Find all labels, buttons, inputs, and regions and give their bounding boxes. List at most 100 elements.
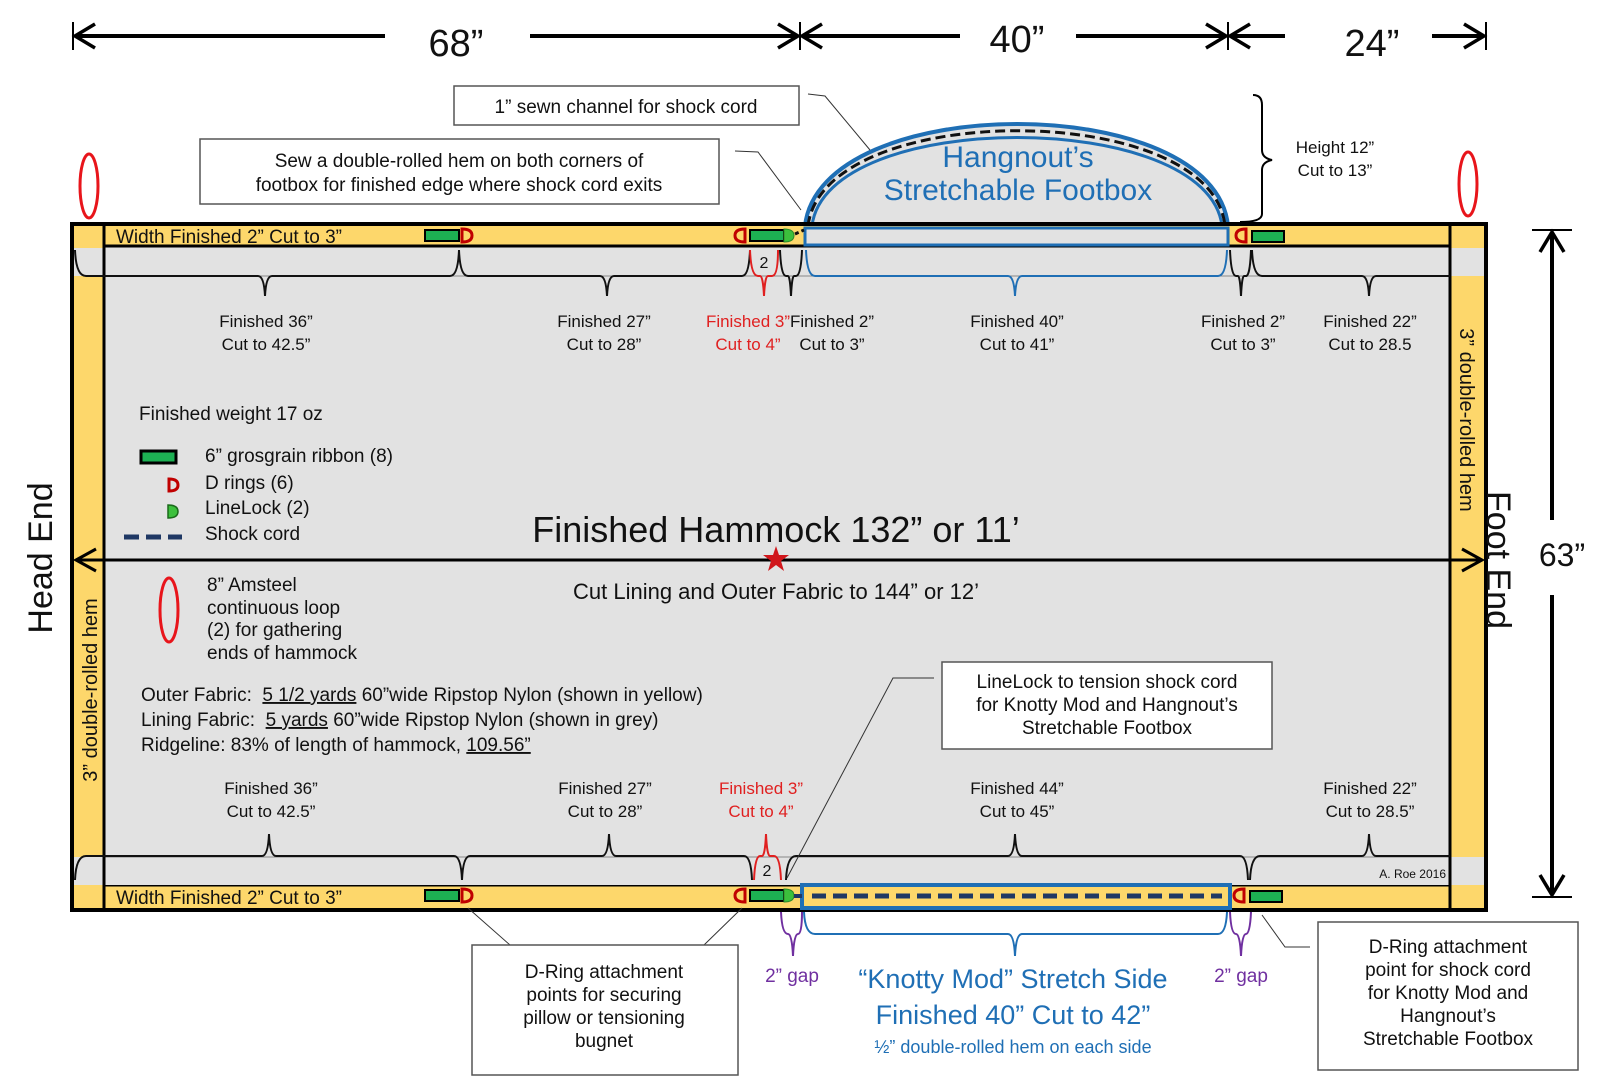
d-ring-icon bbox=[733, 887, 747, 904]
segment-label: Finished 36” bbox=[224, 779, 318, 798]
dim-40: 40” bbox=[990, 19, 1045, 61]
gap-label-right: 2” gap bbox=[1214, 966, 1268, 987]
d-ring-icon bbox=[1232, 887, 1246, 904]
knotty-mod-dims: Finished 40” Cut to 42” bbox=[876, 1000, 1151, 1030]
callout-double-rolled-hem: Sew a double-rolled hem on both corners … bbox=[199, 138, 802, 211]
svg-text:pillow or tensioning: pillow or tensioning bbox=[523, 1008, 685, 1029]
small-box-label-bottom: 2 bbox=[763, 863, 772, 880]
segment-label: Finished 22” bbox=[1323, 312, 1417, 331]
segment-label: Finished 2” bbox=[790, 312, 874, 331]
fabric-note: Lining Fabric: 5 yards 60”wide Ripstop N… bbox=[141, 710, 658, 731]
svg-text:footbox for finished edge wher: footbox for finished edge where shock co… bbox=[256, 175, 663, 196]
segment-label: Finished 3” bbox=[719, 779, 803, 798]
d-ring-icon bbox=[733, 227, 747, 244]
knotty-mod-title: “Knotty Mod” Stretch Side bbox=[858, 964, 1167, 994]
center-star-icon bbox=[763, 546, 789, 571]
svg-text:Stretchable Footbox: Stretchable Footbox bbox=[1022, 718, 1193, 739]
d-ring-icon bbox=[460, 887, 474, 904]
svg-text:ends of hammock: ends of hammock bbox=[207, 643, 357, 664]
callout-dring-points: D-Ring attachment points for securing pi… bbox=[467, 907, 743, 1076]
hardware-bottom bbox=[424, 887, 1283, 904]
segment-label: Cut to 28” bbox=[568, 802, 643, 821]
segment-label: Finished 22” bbox=[1323, 779, 1417, 798]
grosgrain-ribbon-icon bbox=[139, 449, 178, 465]
svg-text:1” sewn channel for shock cord: 1” sewn channel for shock cord bbox=[495, 97, 758, 118]
finished-weight: Finished weight 17 oz bbox=[139, 404, 323, 425]
segment-label: Finished 2” bbox=[1201, 312, 1285, 331]
segment-label: Finished 36” bbox=[219, 312, 313, 331]
dim-63: 63” bbox=[1539, 537, 1585, 573]
footbox-channel bbox=[803, 226, 1230, 247]
top-dimensions: 68” 40” 24” bbox=[71, 19, 1488, 65]
legend: Finished weight 17 oz 6” grosgrain ribbo… bbox=[124, 404, 393, 664]
svg-text:Sew a double-rolled hem on bot: Sew a double-rolled hem on both corners … bbox=[275, 151, 644, 172]
knotty-mod-channel bbox=[800, 883, 1232, 910]
d-ring-icon bbox=[1234, 227, 1248, 244]
gap-label-left: 2” gap bbox=[765, 966, 819, 987]
amsteel-loop-icon bbox=[158, 576, 180, 644]
foot-hem-label: 3” double-rolled hem bbox=[1455, 328, 1477, 511]
knotty-mod-hem: ½” double-rolled hem on each side bbox=[874, 1037, 1151, 1057]
footbox-height: Height 12” Cut to 13” bbox=[1239, 94, 1375, 223]
amsteel-loop-head bbox=[78, 152, 100, 220]
right-dimension: 63” bbox=[1532, 228, 1585, 899]
callout-sewn-channel: 1” sewn channel for shock cord bbox=[453, 85, 871, 151]
svg-text:points for securing: points for securing bbox=[526, 985, 681, 1006]
segment-label: Cut to 41” bbox=[980, 335, 1055, 354]
segment-label: Finished 27” bbox=[557, 312, 651, 331]
segment-label: Cut to 42.5” bbox=[222, 335, 311, 354]
linelock-icon bbox=[783, 888, 795, 903]
segment-label: Cut to 3” bbox=[1210, 335, 1276, 354]
segment-label: Finished 44” bbox=[970, 779, 1064, 798]
below-braces bbox=[780, 911, 1252, 957]
channel-label-bottom: Width Finished 2” Cut to 3” bbox=[116, 888, 342, 909]
cut-note: Cut Lining and Outer Fabric to 144” or 1… bbox=[573, 579, 979, 604]
fabric-note: Outer Fabric: 5 1/2 yards 60”wide Ripsto… bbox=[141, 685, 703, 706]
channel-label-top: Width Finished 2” Cut to 3” bbox=[116, 227, 342, 248]
segment-label: Cut to 28.5” bbox=[1326, 802, 1415, 821]
svg-text:(2) for gathering: (2) for gathering bbox=[207, 620, 342, 641]
grosgrain-ribbon-icon bbox=[749, 889, 785, 902]
svg-text:D-Ring attachment: D-Ring attachment bbox=[525, 962, 684, 983]
legend-item: Shock cord bbox=[205, 524, 300, 545]
segment-label: Cut to 4” bbox=[715, 335, 781, 354]
fabric-note: Ridgeline: 83% of length of hammock, 109… bbox=[141, 735, 531, 756]
amsteel-loop-foot bbox=[1457, 150, 1479, 218]
dim-68: 68” bbox=[429, 23, 484, 65]
svg-text:Hangnout’s: Hangnout’s bbox=[1400, 1006, 1496, 1027]
foot-end-label: Foot End bbox=[1479, 491, 1517, 629]
callout-dring-shock: D-Ring attachment point for shock cord f… bbox=[1261, 914, 1579, 1071]
footbox-title-2: Stretchable Footbox bbox=[884, 174, 1153, 207]
d-ring-icon bbox=[167, 477, 180, 493]
legend-item: 6” grosgrain ribbon (8) bbox=[205, 446, 393, 467]
center-line bbox=[72, 546, 1486, 573]
svg-text:point for shock cord: point for shock cord bbox=[1365, 960, 1531, 981]
linelock-icon bbox=[783, 228, 795, 243]
top-segment-labels: Finished 36” Cut to 42.5” Finished 27” Cut … bbox=[219, 312, 1417, 354]
svg-text:continuous loop: continuous loop bbox=[207, 598, 340, 619]
segment-label: Finished 40” bbox=[970, 312, 1064, 331]
main-title: Finished Hammock 132” or 11’ bbox=[532, 509, 1020, 550]
svg-text:Stretchable Footbox: Stretchable Footbox bbox=[1363, 1029, 1534, 1050]
grosgrain-ribbon-icon bbox=[424, 889, 460, 902]
linelock-icon bbox=[167, 504, 179, 519]
fabric-notes: Outer Fabric: 5 1/2 yards 60”wide Ripsto… bbox=[141, 685, 703, 756]
footbox-height-1: Height 12” bbox=[1296, 138, 1375, 157]
segment-label: Cut to 45” bbox=[980, 802, 1055, 821]
bottom-segment-labels: Finished 36”Cut to 42.5”Finished 27”Cut … bbox=[224, 779, 1417, 821]
callout-linelock: LineLock to tension shock cord for Knott… bbox=[786, 661, 1273, 879]
stretchable-footbox: Hangnout’s Stretchable Footbox bbox=[802, 122, 1231, 228]
svg-text:for Knotty Mod and Hangnout’s: for Knotty Mod and Hangnout’s bbox=[976, 695, 1238, 716]
legend-item: D rings (6) bbox=[205, 473, 294, 494]
svg-text:LineLock to tension shock cord: LineLock to tension shock cord bbox=[977, 672, 1238, 693]
head-hem-label: 3” double-rolled hem bbox=[80, 598, 102, 781]
top-braces bbox=[74, 249, 1450, 297]
small-box-label-top: 2 bbox=[760, 255, 769, 272]
segment-label: Cut to 28.5 bbox=[1328, 335, 1411, 354]
segment-label: Cut to 3” bbox=[799, 335, 865, 354]
d-ring-icon bbox=[460, 227, 474, 244]
svg-text:for Knotty Mod and: for Knotty Mod and bbox=[1368, 983, 1529, 1004]
segment-label: Cut to 4” bbox=[728, 802, 794, 821]
grosgrain-ribbon-icon bbox=[424, 229, 460, 242]
